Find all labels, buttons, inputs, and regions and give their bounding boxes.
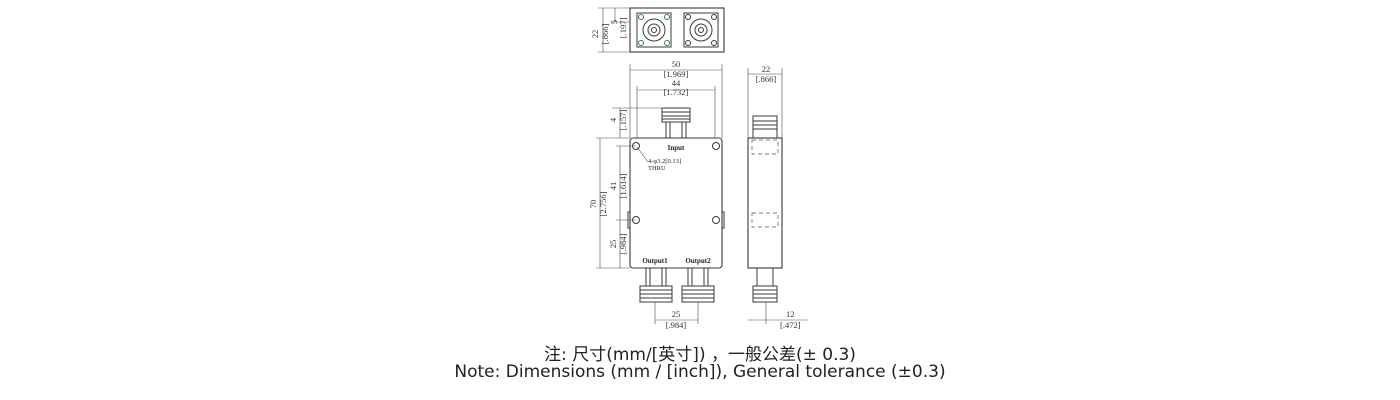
flange-offset-dim-inch: [.157] (618, 110, 628, 131)
side-view: 22 [.866] 12 [.472] (747, 64, 808, 330)
output1-connector (639, 267, 673, 303)
output2-connector (681, 267, 715, 303)
width-outer-dim-inch: [1.969] (664, 69, 689, 79)
mount-hole-tr (712, 142, 720, 150)
hole-spec-label: 4-φ3.2[0.13] (648, 158, 681, 165)
input-label: Input (668, 144, 685, 152)
width-outer-dim: 50 (672, 59, 681, 69)
side-view-body (747, 137, 783, 269)
output2-label: Output2 (685, 257, 711, 265)
top-height-dim: 22 (590, 30, 600, 39)
side-depth-dim-inch: [.866] (756, 74, 777, 84)
side-input-connector (752, 115, 778, 139)
width-inner-dim: 44 (672, 78, 681, 88)
width-inner-dim-inch: [1.732] (664, 87, 689, 97)
side-output-connector (752, 267, 778, 303)
mount-hole-br (712, 216, 720, 224)
input-connector (661, 107, 691, 139)
top-offset-dim-inch: [.197] (618, 18, 628, 39)
flange-offset-dim: 4 (608, 117, 618, 122)
front-view-body (629, 137, 723, 269)
bottom-offset-dim: 25 (608, 240, 618, 249)
technical-drawing: 22 [.866] 5 [.197] 50 [1.969] 44 [1.732] (588, 7, 808, 330)
output-spacing-dim-inch: [.984] (666, 320, 687, 330)
height-total-dim: 70 (588, 200, 598, 209)
top-offset-dim: 5 (609, 20, 619, 24)
note-chinese: 注: 尺寸(mm/[英寸]) ，一般公差(± 0.3) (544, 345, 856, 365)
hole-spacing-dim: 41 (608, 182, 618, 191)
side-connector-dim: 12 (786, 309, 795, 319)
height-total-dim-inch: [2.756] (598, 191, 608, 216)
front-view: 50 [1.969] 44 [1.732] Input 4-φ3.2[0.13]… (588, 59, 725, 330)
top-connector-1 (636, 12, 672, 48)
side-connector-dim-inch: [.472] (780, 320, 801, 330)
hole-thru-label: THRU (648, 165, 666, 172)
bottom-offset-dim-inch: [.984] (618, 234, 628, 255)
output-spacing-dim: 25 (672, 309, 681, 319)
side-depth-dim: 22 (762, 64, 771, 74)
hole-spacing-dim-inch: [1.614] (618, 173, 628, 198)
top-height-dim-inch: [.866] (600, 24, 610, 45)
top-connector-2 (683, 12, 719, 48)
top-view: 22 [.866] 5 [.197] (590, 7, 725, 53)
top-view-body (629, 7, 725, 53)
output1-label: Output1 (642, 257, 668, 265)
note-english: Note: Dimensions (mm / [inch]), General … (454, 362, 946, 382)
